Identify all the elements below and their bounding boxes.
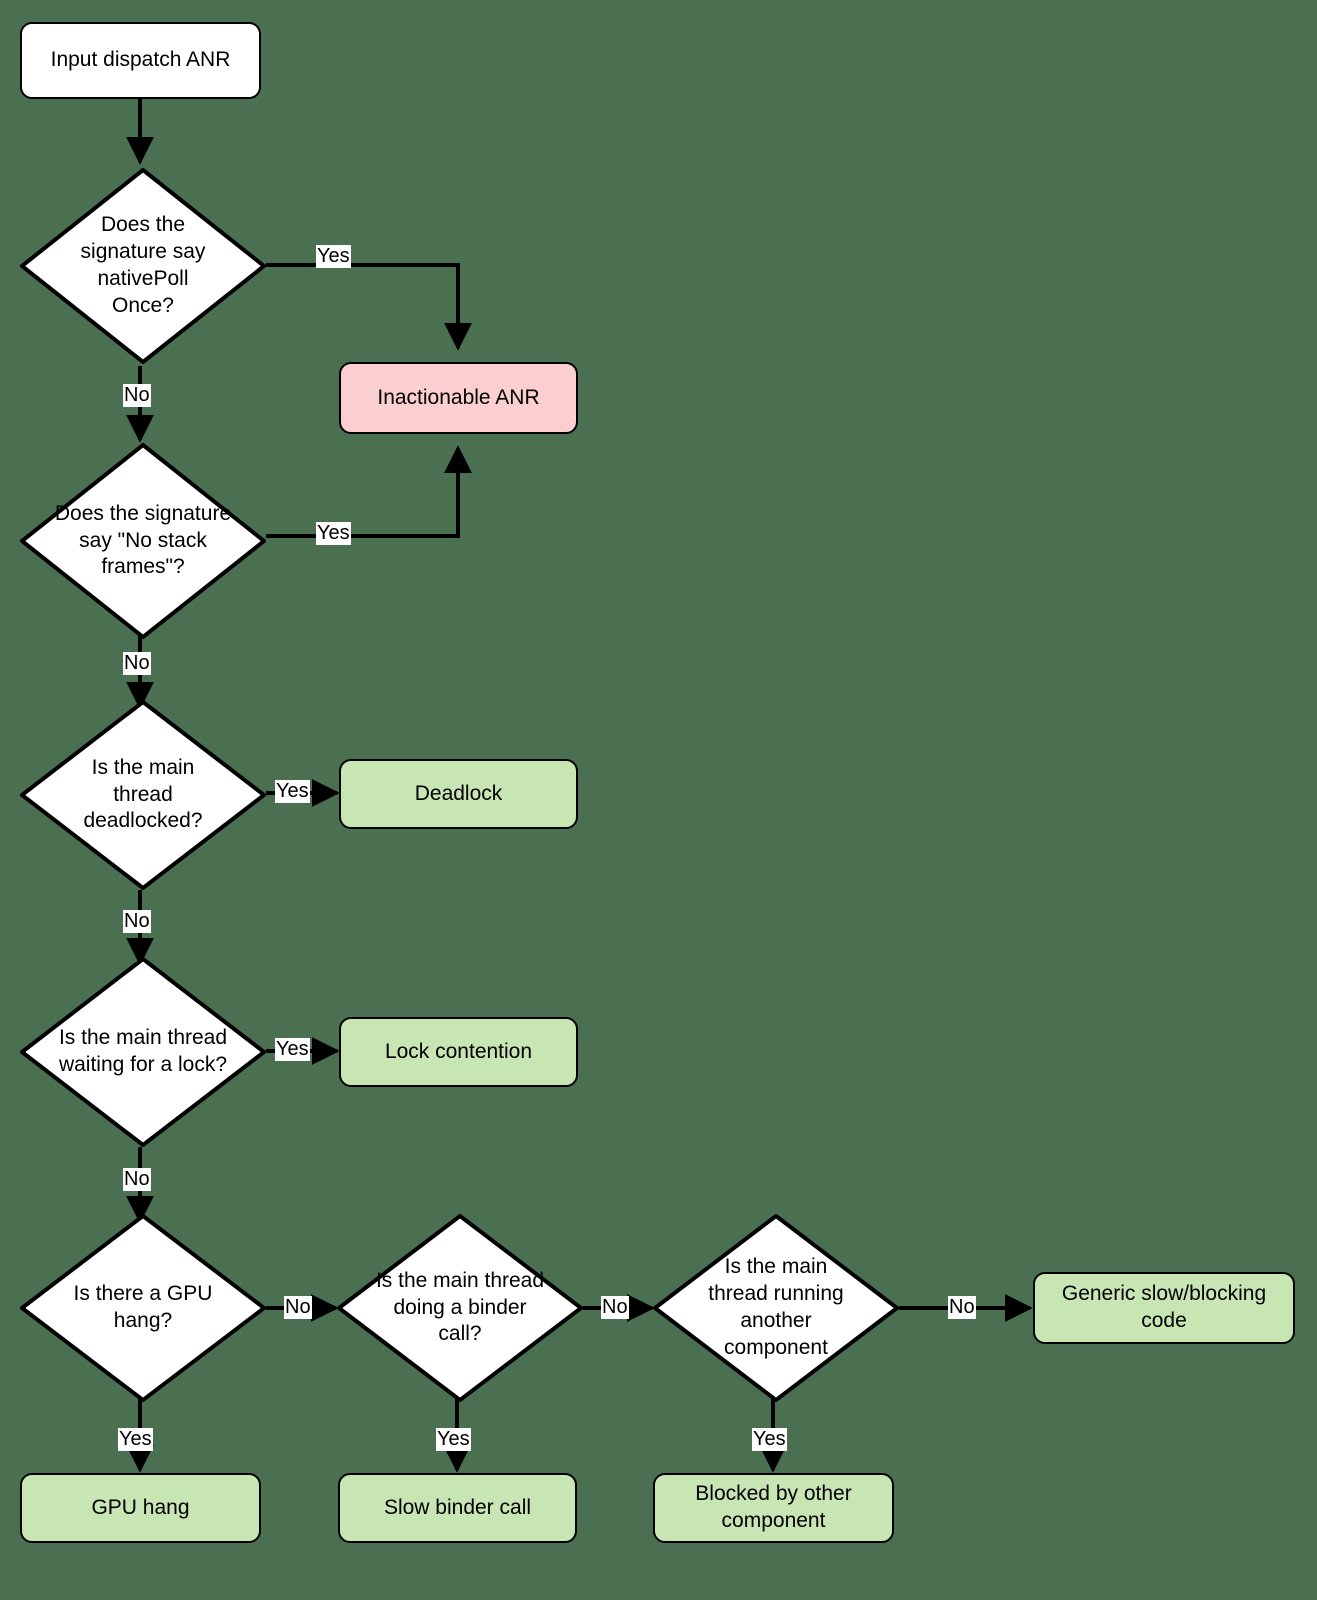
node-lock-contention[interactable]: Lock contention: [339, 1017, 578, 1087]
node-start[interactable]: Input dispatch ANR: [20, 22, 261, 99]
diamond-shape: [20, 168, 266, 364]
edge-label-gpuhang-no: No: [284, 1296, 312, 1319]
edge-label-othercomponent-no: No: [948, 1296, 976, 1319]
node-inactionable-anr-label: Inactionable ANR: [377, 385, 540, 409]
edge-label-gpuhang-yes: Yes: [118, 1428, 153, 1451]
node-question-other-component[interactable]: Is the main thread running another compo…: [653, 1214, 899, 1402]
node-question-native-poll[interactable]: Does the signature say nativePoll Once?: [20, 168, 266, 364]
edge-label-waitinglock-yes: Yes: [275, 1038, 310, 1061]
node-inactionable-anr[interactable]: Inactionable ANR: [339, 362, 578, 434]
node-question-other-component-label: Is the main thread running another compo…: [708, 1255, 844, 1359]
diamond-shape: [20, 957, 266, 1147]
diamond-shape: [20, 443, 266, 639]
node-question-deadlocked[interactable]: Is the main thread deadlocked?: [20, 700, 266, 890]
edge-label-othercomponent-yes: Yes: [752, 1428, 787, 1451]
node-deadlock[interactable]: Deadlock: [339, 759, 578, 829]
edge-nativepoll-yes: [266, 263, 472, 351]
node-question-deadlocked-label: Is the main thread deadlocked?: [83, 755, 203, 833]
diamond-shape: [20, 700, 266, 890]
node-question-binder-call[interactable]: Is the main thread doing a binder call?: [337, 1214, 583, 1402]
node-question-binder-call-label: Is the main thread doing a binder call?: [375, 1268, 545, 1346]
node-question-gpu-hang-label: Is there a GPU hang?: [73, 1282, 213, 1332]
edge-label-deadlocked-yes: Yes: [275, 780, 310, 803]
edge-label-bindercall-no: No: [601, 1296, 629, 1319]
node-generic-slow-blocking-code[interactable]: Generic slow/blocking code: [1033, 1272, 1295, 1344]
node-question-no-stack-frames-label: Does the signature say "No stack frames"…: [54, 501, 232, 579]
node-gpu-hang[interactable]: GPU hang: [20, 1473, 261, 1543]
node-generic-slow-blocking-code-label: Generic slow/blocking code: [1061, 1282, 1267, 1332]
diamond-shape: [337, 1214, 583, 1402]
node-gpu-hang-label: GPU hang: [91, 1495, 190, 1519]
node-start-label: Input dispatch ANR: [50, 48, 231, 72]
diamond-shape: [20, 1214, 266, 1402]
edge-label-nativepoll-no: No: [123, 384, 151, 407]
node-question-native-poll-label: Does the signature say nativePoll Once?: [80, 213, 206, 317]
node-slow-binder-call[interactable]: Slow binder call: [338, 1473, 577, 1543]
edge-nostackframes-yes: [266, 445, 472, 538]
edge-label-waitinglock-no: No: [123, 1168, 151, 1191]
edge-label-nostackframes-yes: Yes: [316, 522, 351, 545]
edge-label-nativepoll-yes: Yes: [316, 245, 351, 268]
diamond-shape: [653, 1214, 899, 1402]
node-deadlock-label: Deadlock: [414, 781, 503, 805]
edge-label-nostackframes-no: No: [123, 652, 151, 675]
edge-label-bindercall-yes: Yes: [436, 1428, 471, 1451]
node-question-gpu-hang[interactable]: Is there a GPU hang?: [20, 1214, 266, 1402]
node-slow-binder-call-label: Slow binder call: [383, 1495, 532, 1519]
node-blocked-by-other-component[interactable]: Blocked by other component: [653, 1473, 894, 1543]
node-question-no-stack-frames[interactable]: Does the signature say "No stack frames"…: [20, 443, 266, 639]
node-blocked-by-other-component-label: Blocked by other component: [695, 1482, 852, 1532]
edge-label-deadlocked-no: No: [123, 910, 151, 933]
node-question-waiting-lock-label: Is the main thread waiting for a lock?: [58, 1026, 228, 1076]
node-question-waiting-lock[interactable]: Is the main thread waiting for a lock?: [20, 957, 266, 1147]
node-lock-contention-label: Lock contention: [384, 1039, 533, 1063]
